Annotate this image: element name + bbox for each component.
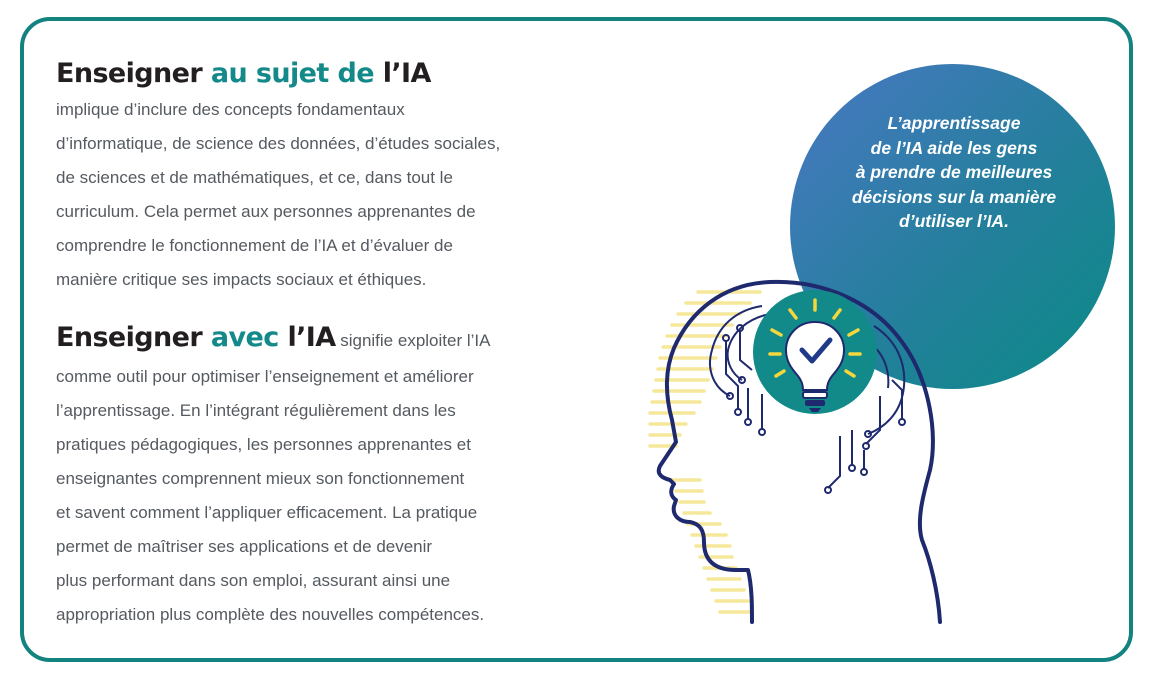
section-teaching-about-ai: Enseigner au sujet de l’IA implique d’in…: [56, 57, 616, 297]
paragraph-line: d’informatique, de science des données, …: [56, 134, 501, 153]
paragraph-line: de sciences et de mathématiques, et ce, …: [56, 168, 453, 187]
paragraph-line: manière critique ses impacts sociaux et …: [56, 270, 427, 289]
head-outline: [656, 279, 942, 624]
heading-accent: avec: [210, 322, 279, 353]
checkmark-icon: [799, 337, 833, 364]
light-rays: [768, 298, 862, 378]
heading-accent: au sujet de: [210, 58, 375, 89]
section-paragraph: implique d’inclure des concepts fondamen…: [56, 93, 616, 297]
paragraph-line: enseignantes comprennent mieux son fonct…: [56, 469, 465, 488]
quote-text: L’apprentissage de l’IA aide les gens à …: [851, 113, 1057, 231]
head-profile-icon: [648, 279, 942, 624]
paragraph-line: l’apprentissage. En l’intégrant régulièr…: [56, 401, 456, 420]
circuit-brain-icon: [709, 305, 906, 494]
paragraph-line: comprendre le fonctionnement de l’IA et …: [56, 236, 453, 255]
paragraph-line: implique d’inclure des concepts fondamen…: [56, 100, 405, 119]
paragraph-line: appropriation plus complète des nouvelle…: [56, 605, 485, 624]
section-paragraph: comme outil pour optimiser l’enseignemen…: [56, 360, 616, 632]
paragraph-line: curriculum. Cela permet aux personnes ap…: [56, 202, 476, 221]
section-heading: Enseigner au sujet de l’IA: [56, 58, 431, 89]
paragraph-line: et savent comment l’appliquer efficaceme…: [56, 503, 478, 522]
paragraph-line: comme outil pour optimiser l’enseignemen…: [56, 367, 474, 386]
section-heading: Enseigner avec l’IA signifie exploiter l…: [56, 322, 491, 353]
section-teaching-with-ai: Enseigner avec l’IA signifie exploiter l…: [56, 321, 616, 632]
paragraph-line: plus performant dans son emploi, assuran…: [56, 571, 451, 590]
paragraph-line: permet de maîtriser ses applications et …: [56, 537, 433, 556]
paragraph-line: pratiques pédagogiques, les personnes ap…: [56, 435, 471, 454]
stripes-decoration: [648, 290, 762, 614]
